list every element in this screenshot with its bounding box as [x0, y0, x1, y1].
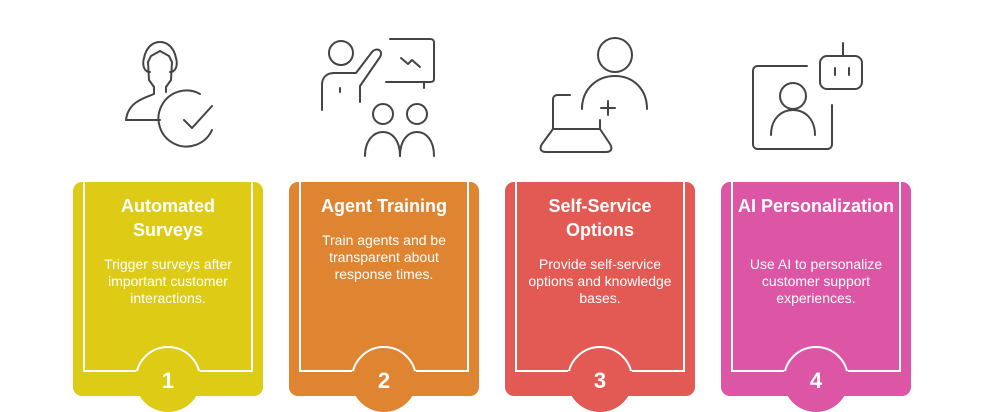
step-description: Provide self-service options and knowled…	[528, 256, 672, 306]
step-3: Self-Service Options Provide self-servic…	[505, 0, 695, 412]
step-title: Self-Service Options	[548, 196, 652, 240]
user-laptop-plus-icon	[520, 30, 680, 160]
step-number: 2	[377, 368, 391, 393]
step-description: Trigger surveys after important customer…	[104, 256, 232, 306]
step-2: Agent Training Train agents and be trans…	[289, 0, 479, 412]
presenter-training-icon	[304, 30, 464, 160]
step-card: AI Personalization Use AI to personalize…	[721, 182, 911, 412]
step-4: AI Personalization Use AI to personalize…	[721, 0, 911, 412]
step-1: Automated Surveys Trigger surveys after …	[73, 0, 263, 412]
step-number: 1	[161, 368, 175, 393]
step-number: 4	[809, 368, 823, 393]
step-title: Agent Training	[321, 196, 447, 216]
step-card: Agent Training Train agents and be trans…	[289, 182, 479, 412]
step-description: Train agents and be transparent about re…	[321, 232, 446, 282]
step-card: Automated Surveys Trigger surveys after …	[73, 182, 263, 412]
step-title: Automated Surveys	[121, 196, 215, 240]
woman-with-checkmark-icon	[88, 30, 248, 160]
user-robot-icon	[736, 30, 896, 160]
step-card: Self-Service Options Provide self-servic…	[505, 182, 695, 412]
step-title: AI Personalization	[737, 196, 895, 216]
step-description: Use AI to personalize customer support e…	[749, 256, 883, 306]
step-number: 3	[593, 368, 607, 393]
